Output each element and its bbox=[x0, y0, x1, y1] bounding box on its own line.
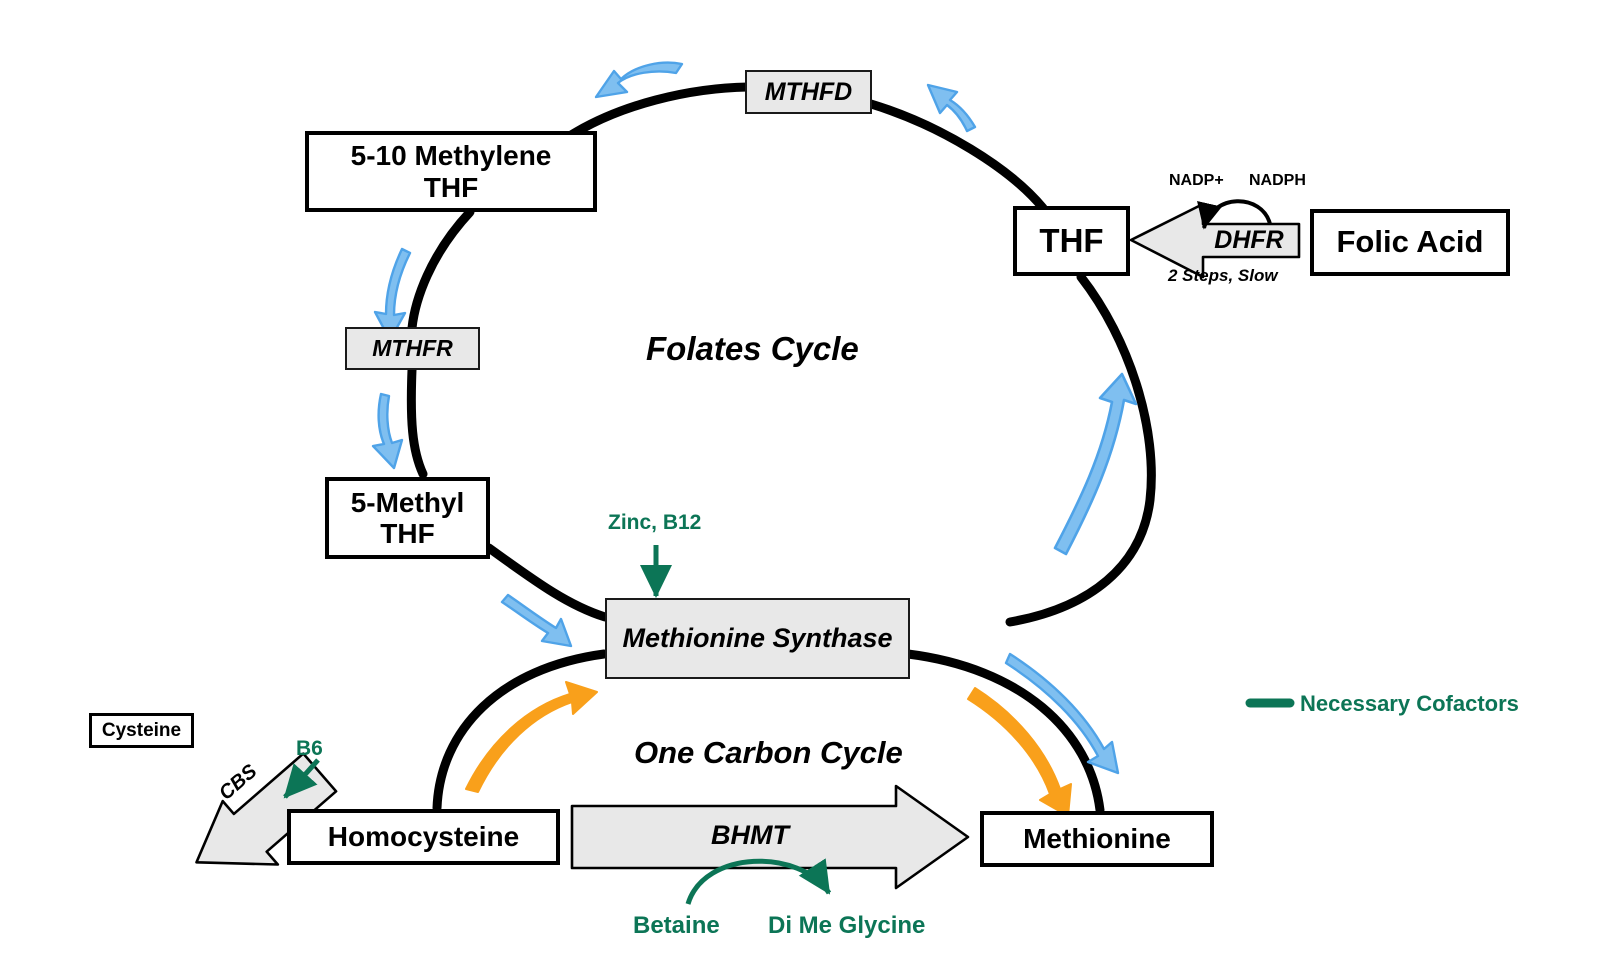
folates-cycle-title-text: Folates Cycle bbox=[646, 330, 859, 367]
one-carbon-cycle-title-text: One Carbon Cycle bbox=[634, 735, 903, 770]
b6-cofactor-arrow bbox=[283, 758, 320, 799]
enzyme-methionine-synthase-label: Methionine Synthase bbox=[622, 623, 893, 653]
cofactor-b6-text: B6 bbox=[296, 737, 323, 760]
node-cysteine[interactable]: Cysteine bbox=[89, 713, 194, 748]
node-thf[interactable]: THF bbox=[1013, 206, 1130, 276]
annotation-nadp-plus: NADP+ bbox=[1169, 172, 1224, 190]
enzyme-dhfr-label-wrap[interactable]: DHFR bbox=[1193, 226, 1305, 255]
cofactor-betaine-text: Betaine bbox=[633, 912, 720, 939]
enzyme-bhmt-label: BHMT bbox=[711, 820, 789, 850]
folates-cycle-title: Folates Cycle bbox=[646, 330, 859, 368]
enzyme-methionine-synthase[interactable]: Methionine Synthase bbox=[605, 598, 910, 679]
node-cysteine-label: Cysteine bbox=[101, 719, 182, 741]
orange-flow-arrows bbox=[465, 681, 1072, 817]
cofactor-b6: B6 bbox=[296, 737, 323, 761]
node-methyl-thf-line1: 5-Methyl bbox=[350, 486, 465, 518]
one-carbon-cycle-ring bbox=[432, 649, 1105, 815]
betaine-cofactor-arc bbox=[685, 858, 832, 905]
blue-flow-arrows bbox=[371, 61, 1138, 775]
node-methionine[interactable]: Methionine bbox=[980, 811, 1214, 867]
cofactor-zinc-b12: Zinc, B12 bbox=[608, 511, 701, 535]
one-carbon-cycle-title: One Carbon Cycle bbox=[634, 735, 903, 771]
node-methionine-label: Methionine bbox=[1023, 823, 1171, 855]
legend-necessary-cofactors: Necessary Cofactors bbox=[1300, 691, 1519, 717]
cofactor-betaine: Betaine bbox=[633, 912, 720, 940]
enzyme-bhmt-label-wrap[interactable]: BHMT bbox=[690, 820, 810, 851]
enzyme-mthfd-label: MTHFD bbox=[764, 77, 853, 106]
node-homocysteine-label: Homocysteine bbox=[327, 821, 520, 853]
annotation-nadph-text: NADPH bbox=[1249, 172, 1306, 189]
node-folic-acid-label: Folic Acid bbox=[1336, 224, 1484, 260]
enzyme-mthfr[interactable]: MTHFR bbox=[345, 327, 480, 370]
node-methylene-thf[interactable]: 5-10 Methylene THF bbox=[305, 131, 597, 212]
enzyme-dhfr-label: DHFR bbox=[1214, 226, 1284, 254]
node-methyl-thf-line2: THF bbox=[380, 518, 435, 549]
legend-necessary-cofactors-text: Necessary Cofactors bbox=[1300, 691, 1519, 716]
annotation-two-steps-slow-text: 2 Steps, Slow bbox=[1168, 266, 1278, 285]
nadp-cofactor-arc bbox=[1197, 199, 1272, 230]
enzyme-mthfd[interactable]: MTHFD bbox=[745, 70, 872, 114]
annotation-nadph: NADPH bbox=[1249, 172, 1306, 190]
folate-cycle-ring bbox=[406, 82, 1156, 627]
enzyme-mthfr-label: MTHFR bbox=[372, 335, 453, 361]
annotation-nadp-plus-text: NADP+ bbox=[1169, 172, 1224, 189]
cofactor-zinc-b12-text: Zinc, B12 bbox=[608, 511, 702, 534]
cofactor-dimeglycine: Di Me Glycine bbox=[768, 912, 925, 940]
bhmt-block-arrow bbox=[570, 784, 970, 890]
node-methyl-thf[interactable]: 5-Methyl THF bbox=[325, 477, 490, 559]
node-homocysteine[interactable]: Homocysteine bbox=[287, 809, 560, 865]
node-methylene-thf-line1: 5-10 Methylene bbox=[350, 140, 552, 172]
node-methylene-thf-line2: THF bbox=[423, 171, 479, 203]
annotation-two-steps-slow: 2 Steps, Slow bbox=[1168, 266, 1278, 286]
node-thf-label: THF bbox=[1039, 221, 1104, 259]
node-folic-acid[interactable]: Folic Acid bbox=[1310, 209, 1510, 276]
cofactor-dimeglycine-text: Di Me Glycine bbox=[768, 912, 926, 939]
